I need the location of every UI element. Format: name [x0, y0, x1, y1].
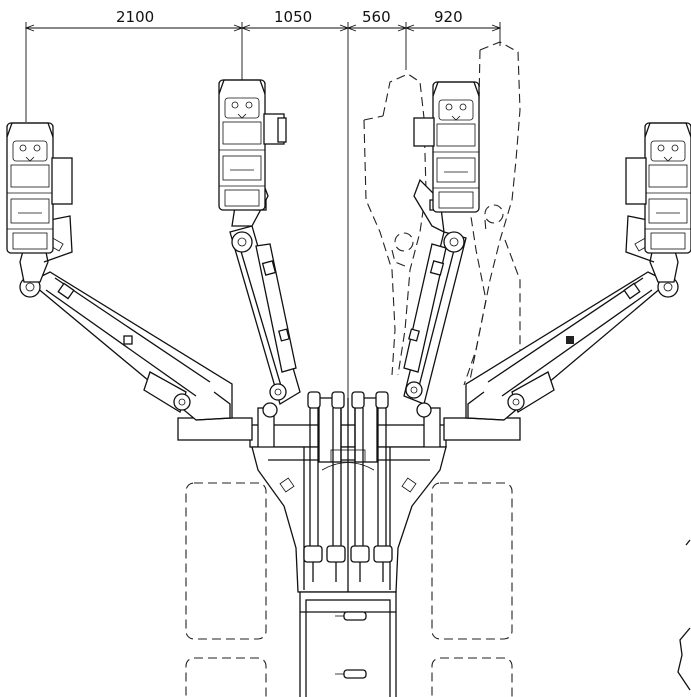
boom-far-right — [465, 122, 691, 421]
carrier-chassis — [177, 391, 521, 697]
dimension-lines: 2100 1050 560 920 — [24, 8, 502, 440]
dimension-label-1050: 1050 — [274, 8, 312, 26]
dimension-label-560: 560 — [362, 8, 391, 26]
swung-boom-outline — [363, 41, 521, 386]
boom-center-right — [403, 81, 480, 418]
wheel-outlines — [185, 482, 691, 697]
dimension-label-920: 920 — [434, 8, 463, 26]
boom-far-left — [6, 122, 233, 421]
dimension-label-2100: 2100 — [116, 8, 154, 26]
boom-center-left — [218, 79, 301, 418]
